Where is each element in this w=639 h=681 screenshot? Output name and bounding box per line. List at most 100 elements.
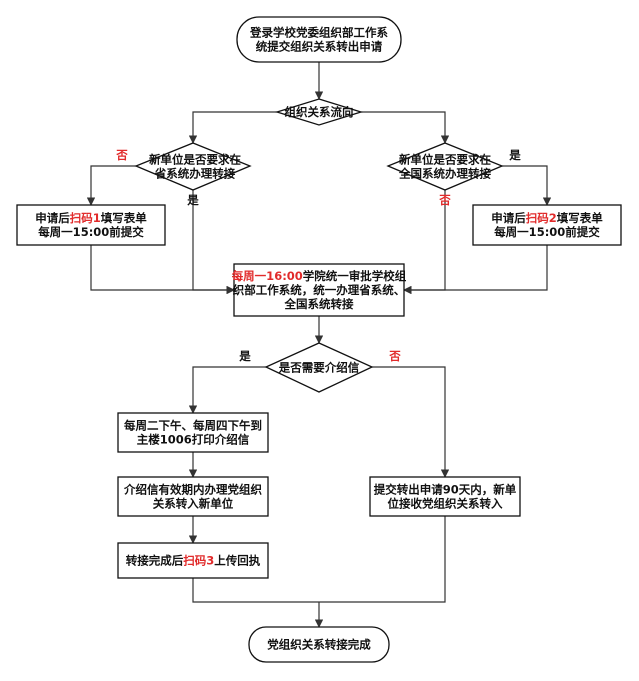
transfer-new-unit-box — [117, 476, 269, 517]
node-label-line: 全国系统转接 — [284, 297, 354, 311]
node-label-line: 每周二下午、每周四下午到 — [124, 419, 262, 433]
label-text: 党组织关系转接完成 — [267, 638, 371, 652]
label-text: 每周一15:00前提交 — [38, 225, 144, 239]
edge-province-no — [86, 165, 136, 206]
label-text: 全国系统转接 — [284, 297, 354, 311]
label-text: 介绍信有效期内办理党组织 — [123, 483, 262, 497]
start-terminal — [236, 16, 402, 63]
label-text: 每周二下午、每周四下午到 — [124, 419, 262, 433]
province-decision-label: 新单位是否要求在省系统办理转接 — [149, 153, 241, 181]
apply-code2-label: 申请后扫码2填写表单每周一15:00前提交 — [491, 211, 603, 239]
label-text: 新单位是否要求在 — [149, 153, 241, 167]
label-text: 学院统一审批学校组 — [303, 269, 407, 283]
print-letter-label: 每周二下午、每周四下午到主楼1006打印介绍信 — [124, 419, 262, 447]
end-terminal — [248, 626, 390, 663]
node-label-line: 省系统办理转接 — [154, 167, 236, 181]
node-label-line: 提交转出申请90天内，新单 — [374, 483, 517, 497]
need-letter-diamond — [264, 342, 374, 393]
edge-flow-to-province — [188, 111, 277, 144]
end-label: 党组织关系转接完成 — [267, 638, 371, 652]
node-label-line: 统提交组织关系转出申请 — [256, 40, 383, 54]
edge-flow-to-national — [361, 111, 450, 144]
within-90-days-label: 提交转出申请90天内，新单位接收党组织关系转入 — [374, 483, 517, 511]
label-text: 织部工作系统，统一办理省系统、 — [233, 283, 406, 297]
upload-receipt-box — [117, 542, 269, 579]
label-text: 位接收党组织关系转入 — [388, 497, 503, 511]
node-label-line: 登录学校党委组织部工作系 — [249, 26, 388, 40]
province-no-label: 否 — [115, 148, 128, 162]
node-label-line: 转接完成后扫码3上传回执 — [126, 554, 261, 568]
label-text: 填写表单 — [557, 211, 603, 225]
edge-national-yes — [502, 165, 552, 206]
monday-review-label: 每周一16:00学院统一审批学校组织部工作系统，统一办理省系统、全国系统转接 — [232, 269, 407, 311]
highlight-text: 扫码1 — [70, 211, 101, 225]
apply-code2-box — [472, 204, 622, 246]
label-text: 新单位是否要求在 — [399, 153, 491, 167]
shapes — [16, 16, 622, 663]
national-no-label: 否 — [438, 193, 451, 207]
label-text: 每周一15:00前提交 — [494, 225, 600, 239]
edge-90days-to-merge — [319, 516, 446, 603]
label-text: 主楼1006打印介绍信 — [137, 433, 250, 447]
within-90-days-box — [369, 476, 521, 517]
node-label-line: 新单位是否要求在 — [149, 153, 241, 167]
national-yes-label: 是 — [508, 148, 521, 162]
node-label-line: 全国系统办理转接 — [398, 167, 491, 181]
label-text: 申请后 — [35, 211, 70, 225]
label-text: 提交转出申请90天内，新单 — [374, 483, 517, 497]
province-decision-diamond — [134, 142, 252, 191]
label-text: 转接完成后 — [126, 554, 184, 568]
highlight-text: 每周一16:00 — [232, 269, 303, 283]
national-decision-label: 新单位是否要求在全国系统办理转接 — [398, 153, 491, 181]
node-label-line: 主楼1006打印介绍信 — [137, 433, 250, 447]
label-text: 组织关系流向 — [285, 105, 354, 119]
label-text: 申请后 — [491, 211, 526, 225]
node-label-line: 介绍信有效期内办理党组织 — [123, 483, 262, 497]
label-text: 填写表单 — [101, 211, 147, 225]
highlight-text: 扫码3 — [183, 554, 214, 568]
edge-labels: 否 是 是 否 是 否 — [115, 148, 521, 363]
edge-letter-no — [372, 366, 450, 478]
need-letter-label: 是否需要介绍信 — [278, 361, 360, 375]
label-text: 统提交组织关系转出申请 — [256, 40, 383, 54]
edges — [86, 62, 552, 628]
flow-direction-diamond — [274, 98, 364, 126]
province-yes-label: 是 — [186, 193, 199, 207]
apply-code1-box — [16, 204, 166, 246]
edge-code1-to-review — [90, 245, 235, 295]
node-label-line: 党组织关系转接完成 — [267, 638, 371, 652]
edge-code2-to-review — [403, 245, 548, 295]
node-label-line: 织部工作系统，统一办理省系统、 — [233, 283, 406, 297]
node-label-line: 组织关系流向 — [285, 105, 354, 119]
edge-upload-to-merge — [192, 578, 319, 603]
label-text: 省系统办理转接 — [154, 167, 236, 181]
node-label-line: 关系转入新单位 — [153, 497, 234, 511]
node-label-line: 申请后扫码2填写表单 — [491, 211, 603, 225]
letter-yes-label: 是 — [238, 349, 251, 363]
highlight-text: 扫码2 — [526, 211, 557, 225]
letter-no-label: 否 — [388, 349, 401, 363]
upload-receipt-label: 转接完成后扫码3上传回执 — [126, 554, 261, 568]
node-label-line: 每周一16:00学院统一审批学校组 — [232, 269, 407, 283]
label-text: 全国系统办理转接 — [398, 167, 491, 181]
national-decision-diamond — [386, 142, 504, 191]
edge-province-yes — [192, 190, 235, 295]
label-text: 是否需要介绍信 — [278, 361, 360, 375]
print-letter-box — [117, 412, 269, 453]
node-label-line: 申请后扫码1填写表单 — [35, 211, 147, 225]
monday-review-box — [233, 263, 405, 317]
flow-direction-label: 组织关系流向 — [285, 105, 354, 119]
edge-letter-yes — [188, 366, 266, 414]
node-label-line: 每周一15:00前提交 — [38, 225, 144, 239]
label-text: 关系转入新单位 — [153, 497, 234, 511]
transfer-new-unit-label: 介绍信有效期内办理党组织关系转入新单位 — [123, 483, 262, 511]
node-label-line: 每周一15:00前提交 — [494, 225, 600, 239]
label-text: 上传回执 — [214, 554, 260, 568]
node-label-line: 位接收党组织关系转入 — [388, 497, 503, 511]
node-label-line: 是否需要介绍信 — [278, 361, 360, 375]
start-label: 登录学校党委组织部工作系统提交组织关系转出申请 — [249, 26, 388, 54]
label-text: 登录学校党委组织部工作系 — [249, 26, 388, 40]
node-label-line: 新单位是否要求在 — [399, 153, 491, 167]
